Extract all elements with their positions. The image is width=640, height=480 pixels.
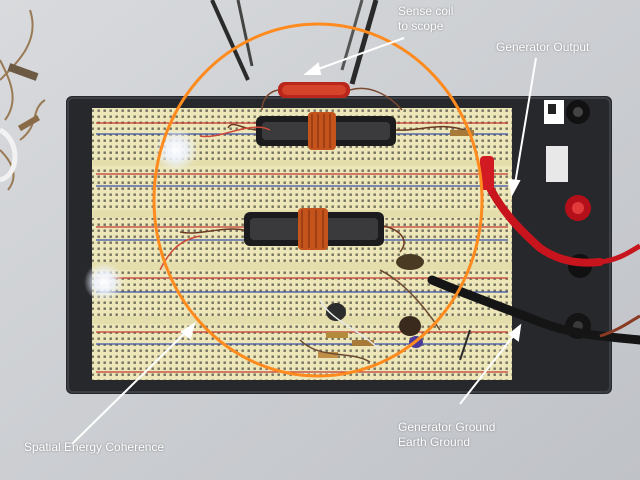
black-clip-lead bbox=[427, 275, 640, 345]
generator-ground-label-line2: Earth Ground bbox=[398, 435, 471, 449]
sense-coil bbox=[210, 0, 403, 111]
led-glow-lower bbox=[84, 262, 124, 302]
sense-coil-label-line2: to scope bbox=[398, 19, 444, 33]
sense-coil-label-line1: Sense coil bbox=[398, 4, 454, 18]
orange-highlight-circle bbox=[152, 22, 484, 378]
sense-coil-label: Sense coil to scope bbox=[398, 4, 453, 34]
small-components bbox=[159, 126, 474, 363]
red-clip-lead bbox=[480, 156, 640, 267]
generator-ground-label: Generator Ground Earth Ground bbox=[398, 420, 495, 450]
generator-ground-label-line1: Generator Ground bbox=[398, 420, 496, 434]
generator-output-label: Generator Output bbox=[496, 40, 590, 54]
spatial-energy-label: Spatial Energy Coherence bbox=[24, 440, 165, 454]
lower-coil bbox=[179, 208, 405, 253]
annotation-arrows bbox=[71, 37, 537, 445]
upper-coil bbox=[227, 112, 471, 150]
